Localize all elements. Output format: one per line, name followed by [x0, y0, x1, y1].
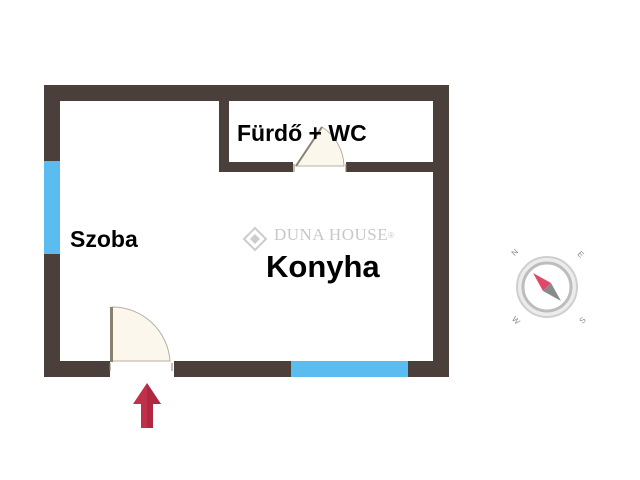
room-label-furdo-wc: Fürdő + WC: [237, 120, 367, 146]
room-label-konyha: Konyha: [266, 249, 380, 284]
window-left: [44, 161, 60, 254]
entrance-door-opening: [110, 361, 174, 377]
duna-house-logo-icon: [242, 226, 268, 252]
compass-icon: [516, 256, 578, 318]
bathroom-wall-left: [219, 101, 229, 172]
entrance-arrow-icon: [133, 383, 161, 428]
room-label-szoba: Szoba: [70, 226, 138, 252]
entrance-door-swing: [111, 306, 171, 362]
watermark-registered-mark: ®: [388, 230, 394, 240]
window-bottom: [291, 361, 408, 377]
entrance-door-leaf: [110, 307, 113, 362]
bathroom-door-opening: [293, 162, 346, 172]
watermark: DUNA HOUSE ®: [240, 225, 394, 245]
compass-needle-north: [533, 273, 551, 291]
compass-needle-south: [543, 283, 561, 301]
bathroom-door-leaf: [295, 126, 323, 167]
watermark-text: DUNA HOUSE: [274, 225, 389, 244]
